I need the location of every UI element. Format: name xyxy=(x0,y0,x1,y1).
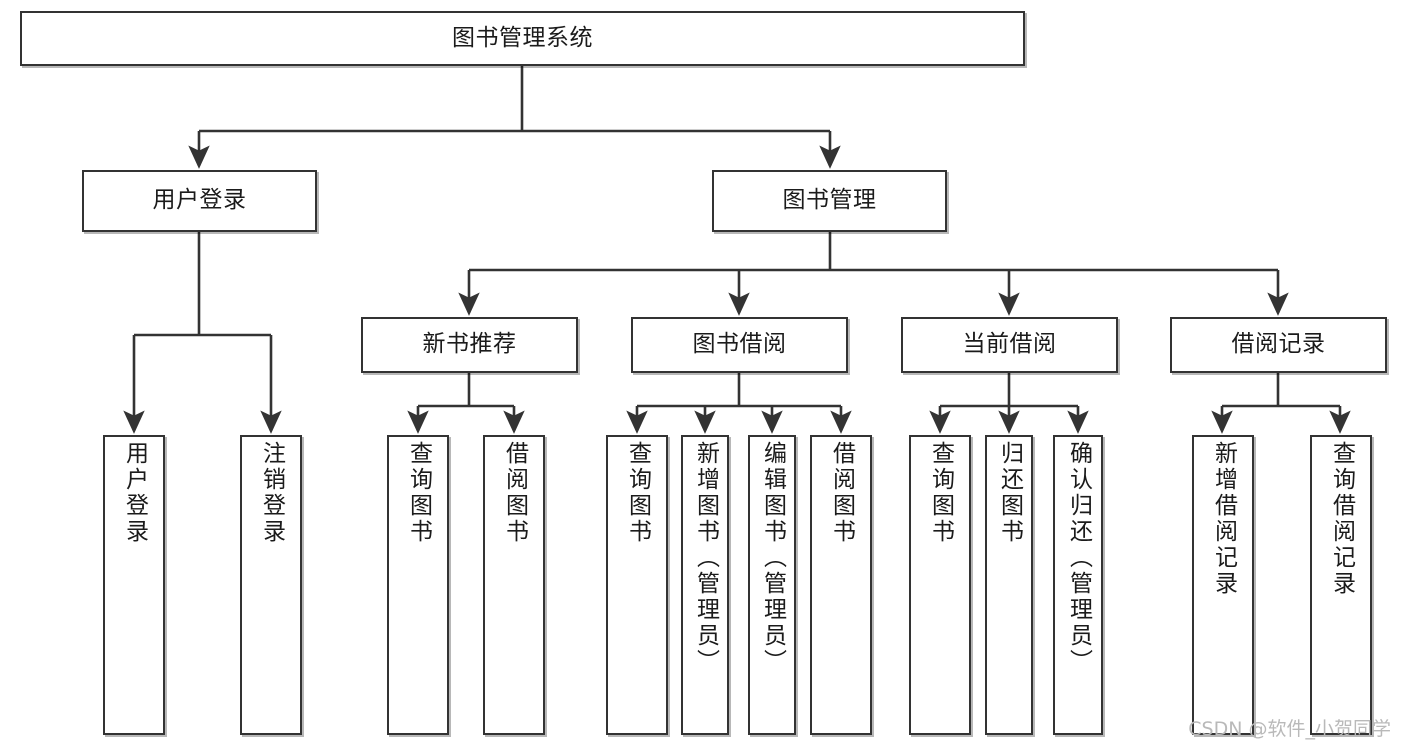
node-leaf-newbook-query-label: 查询图书 xyxy=(405,441,432,545)
node-book-management-label: 图书管理 xyxy=(782,187,877,214)
node-leaf-newbook-borrow[interactable]: 借阅图书 xyxy=(483,435,545,735)
node-leaf-user-login[interactable]: 用户登录 xyxy=(103,435,165,735)
node-current-borrow[interactable]: 当前借阅 xyxy=(901,317,1118,373)
node-book-borrow-label: 图书借阅 xyxy=(692,331,787,358)
node-borrow-records[interactable]: 借阅记录 xyxy=(1170,317,1387,373)
node-root[interactable]: 图书管理系统 xyxy=(20,11,1025,66)
node-leaf-add-record[interactable]: 新增借阅记录 xyxy=(1192,435,1254,735)
node-current-borrow-label: 当前借阅 xyxy=(962,331,1057,358)
node-leaf-borrow-query-label: 查询图书 xyxy=(624,441,651,545)
node-new-book-recommend-label: 新书推荐 xyxy=(422,331,517,358)
node-leaf-return-book[interactable]: 归还图书 xyxy=(985,435,1033,735)
node-leaf-add-book[interactable]: 新增图书（管理员） xyxy=(681,435,729,735)
node-leaf-query-record-label: 查询借阅记录 xyxy=(1328,441,1355,597)
node-leaf-borrow-query[interactable]: 查询图书 xyxy=(606,435,668,735)
node-leaf-add-record-label: 新增借阅记录 xyxy=(1210,441,1237,597)
node-leaf-current-query[interactable]: 查询图书 xyxy=(909,435,971,735)
node-leaf-confirm-return-label: 确认归还（管理员） xyxy=(1065,441,1092,675)
node-leaf-logout[interactable]: 注销登录 xyxy=(240,435,302,735)
node-leaf-edit-book-label: 编辑图书（管理员） xyxy=(759,441,786,675)
node-leaf-user-login-label: 用户登录 xyxy=(121,441,148,545)
node-book-borrow[interactable]: 图书借阅 xyxy=(631,317,848,373)
node-leaf-current-query-label: 查询图书 xyxy=(927,441,954,545)
node-leaf-logout-label: 注销登录 xyxy=(258,441,285,545)
node-new-book-recommend[interactable]: 新书推荐 xyxy=(361,317,578,373)
node-leaf-newbook-query[interactable]: 查询图书 xyxy=(387,435,449,735)
node-leaf-add-book-label: 新增图书（管理员） xyxy=(692,441,719,675)
node-book-management[interactable]: 图书管理 xyxy=(712,170,947,232)
node-leaf-confirm-return[interactable]: 确认归还（管理员） xyxy=(1053,435,1103,735)
node-user-login-label: 用户登录 xyxy=(152,187,247,214)
node-leaf-borrow-book-label: 借阅图书 xyxy=(828,441,855,545)
node-leaf-edit-book[interactable]: 编辑图书（管理员） xyxy=(748,435,796,735)
node-leaf-query-record[interactable]: 查询借阅记录 xyxy=(1310,435,1372,735)
node-leaf-newbook-borrow-label: 借阅图书 xyxy=(501,441,528,545)
node-borrow-records-label: 借阅记录 xyxy=(1231,331,1326,358)
node-user-login[interactable]: 用户登录 xyxy=(82,170,317,232)
node-leaf-return-book-label: 归还图书 xyxy=(996,441,1023,545)
node-leaf-borrow-book[interactable]: 借阅图书 xyxy=(810,435,872,735)
node-root-label: 图书管理系统 xyxy=(452,24,593,51)
